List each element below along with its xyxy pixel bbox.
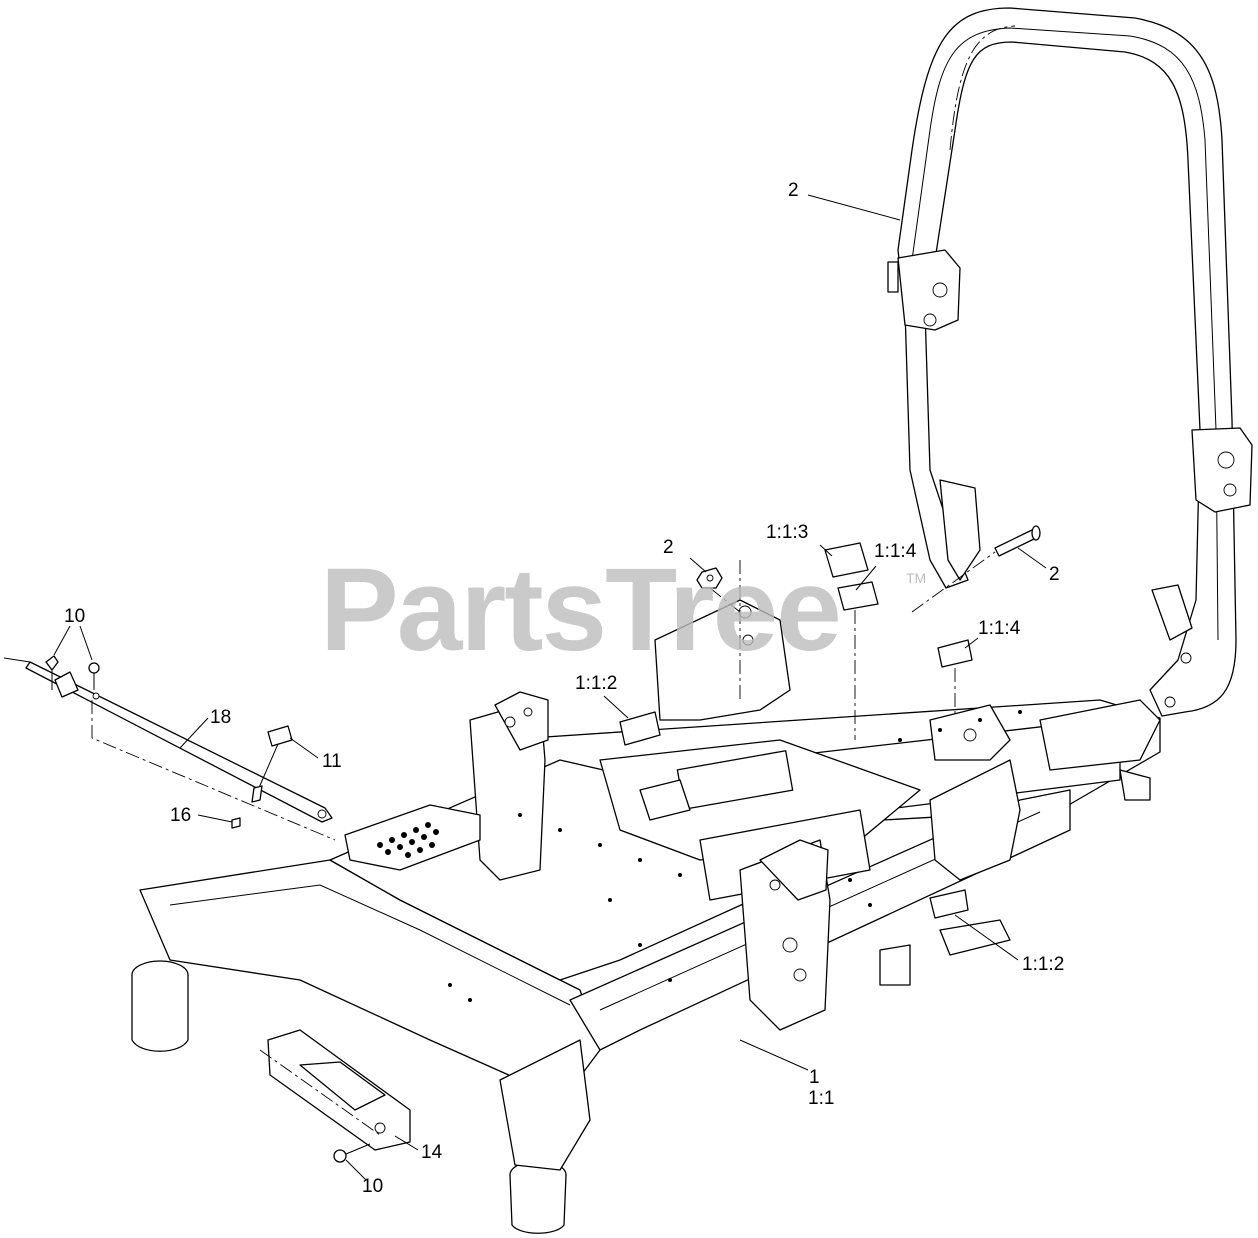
nut	[696, 567, 741, 613]
watermark-tm: TM	[906, 570, 926, 586]
decal-114-lower	[937, 639, 973, 668]
foot-plate	[344, 804, 481, 871]
callout-18: 18	[210, 707, 231, 728]
callout-10-top: 10	[64, 606, 85, 627]
watermark-brand: PartsTree	[320, 544, 840, 676]
callout-2-nut: 2	[663, 537, 674, 558]
callout-1: 1	[809, 1067, 820, 1088]
control-rod	[3, 657, 336, 841]
decal-114-upper	[837, 581, 879, 611]
main-frame	[131, 599, 1161, 1234]
clip	[231, 817, 241, 829]
callout-2-rollbar: 2	[788, 180, 799, 201]
callout-10-bottom: 10	[362, 1176, 383, 1197]
callout-2-bolt: 2	[1049, 564, 1060, 585]
callout-1-1-3: 1:1:3	[766, 522, 808, 543]
callout-labels: 2 2 2 1:1:3 1:1:4 1:1:4 1:1:2 1:1:2 10 1…	[64, 180, 1064, 1197]
screws-top	[45, 655, 100, 690]
decals	[619, 542, 973, 919]
roll-bar	[887, 7, 1253, 717]
leader-lines	[53, 194, 1047, 1181]
front-bracket	[259, 1029, 411, 1151]
callout-1-1-2-right: 1:1:2	[1022, 954, 1064, 975]
decal-112-left	[619, 711, 661, 746]
callout-1-1-4-lower: 1:1:4	[978, 618, 1021, 639]
callout-1-1: 1:1	[808, 1088, 834, 1109]
rollbar-bolt	[911, 525, 1041, 613]
decal-112-right	[929, 889, 969, 919]
decal-113	[824, 542, 869, 578]
callout-14: 14	[421, 1142, 443, 1163]
knob	[251, 725, 293, 803]
callout-1-1-2-left: 1:1:2	[575, 673, 617, 694]
callout-11: 11	[322, 751, 342, 772]
screw-bottom	[333, 1143, 371, 1163]
callout-1-1-4-upper: 1:1:4	[874, 541, 917, 562]
callout-16: 16	[170, 805, 191, 826]
